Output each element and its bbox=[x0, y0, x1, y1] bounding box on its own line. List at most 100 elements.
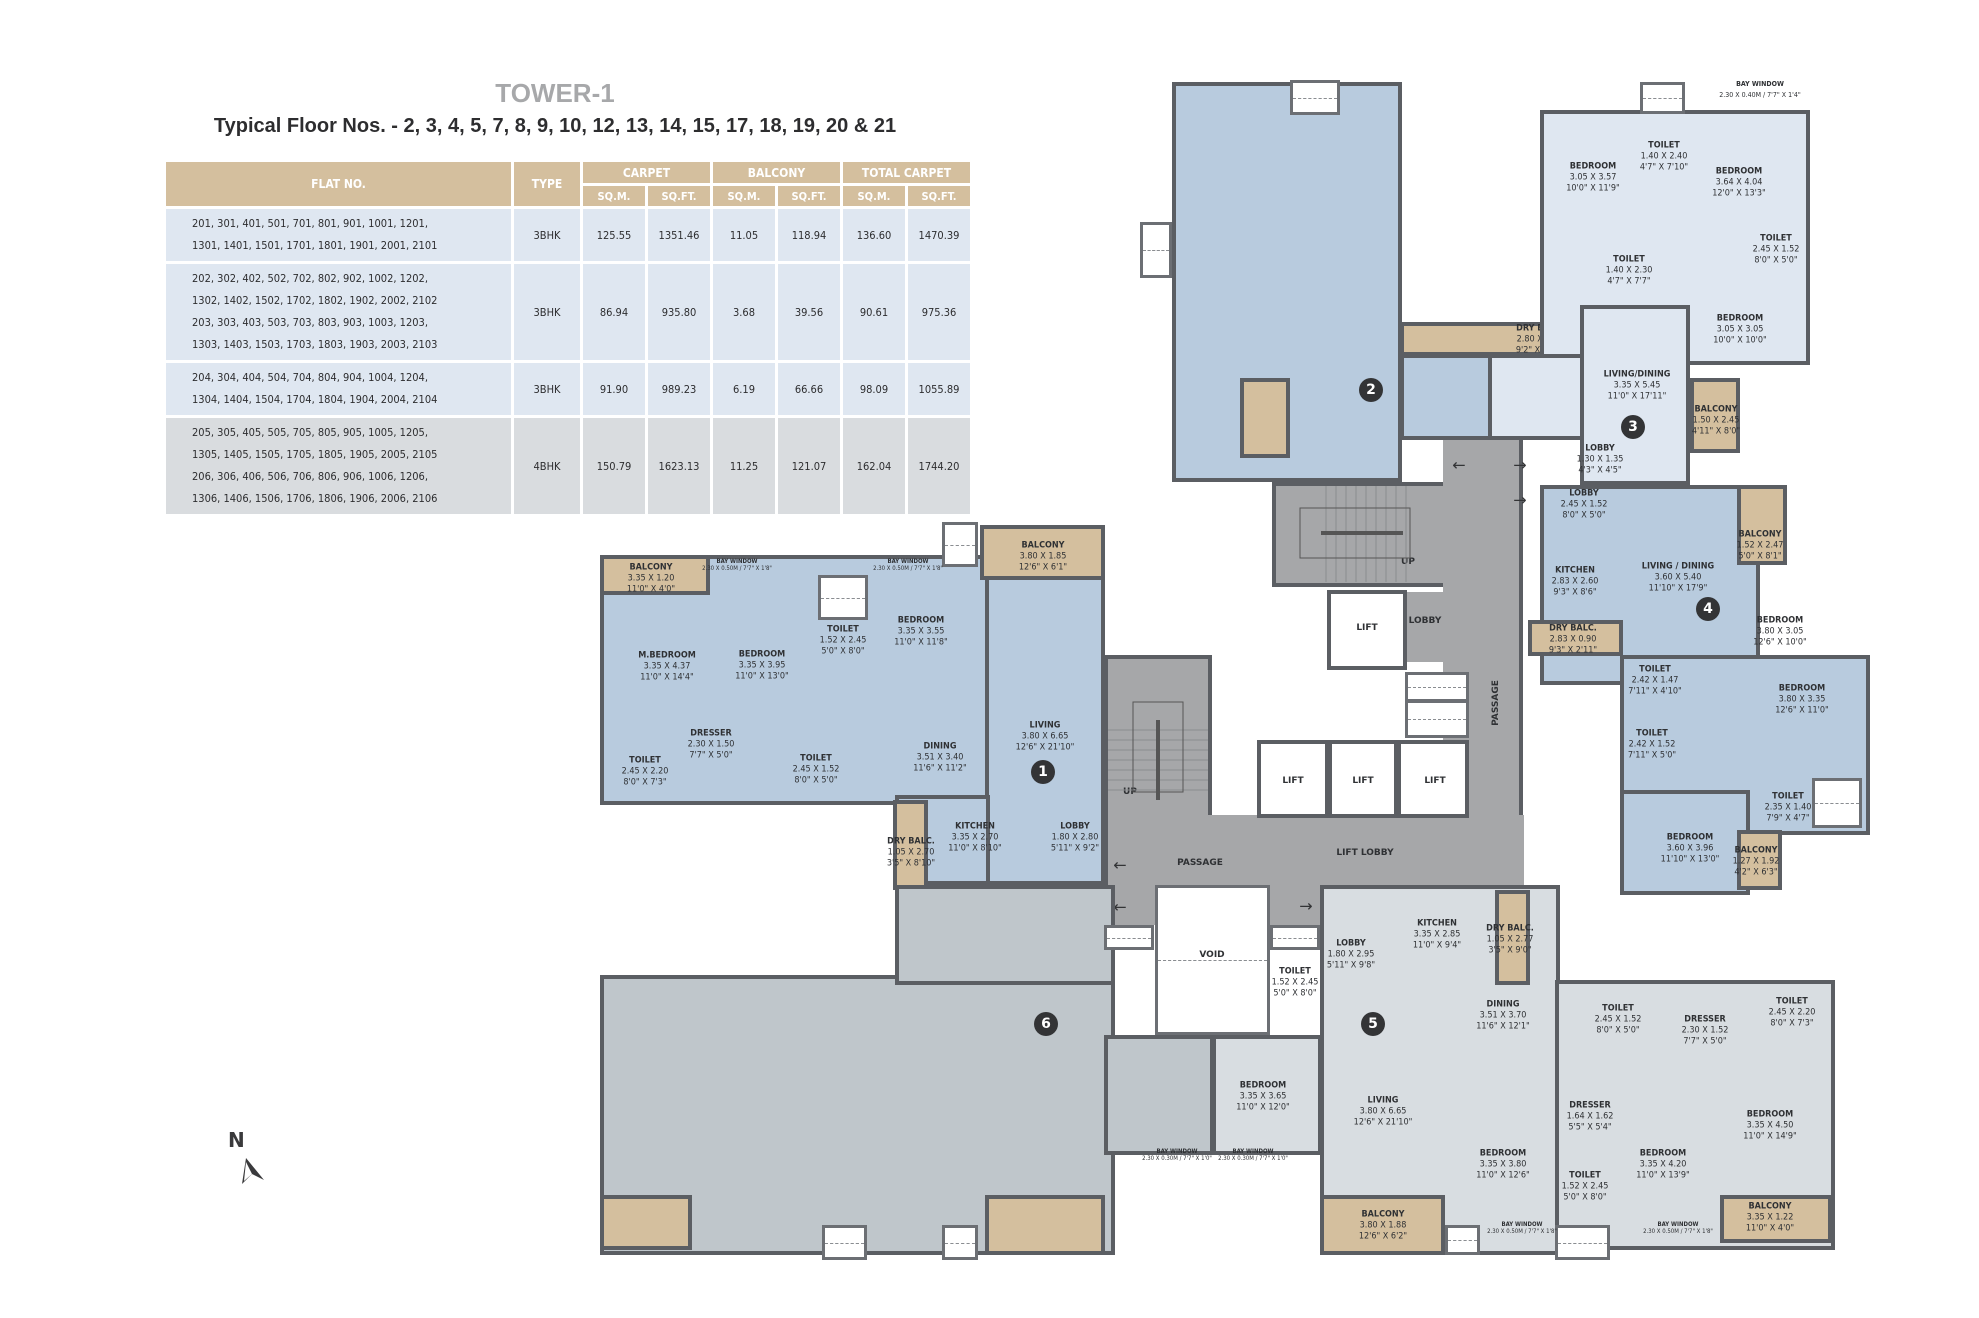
staircase-icon bbox=[1299, 486, 1411, 582]
area-statement-table: FLAT NO. TYPE CARPET BALCONY TOTAL CARPE… bbox=[163, 159, 973, 517]
arrow-left-icon: ← bbox=[1113, 855, 1127, 875]
staircase-icon bbox=[1108, 701, 1208, 800]
unit-2-kitchen bbox=[1400, 354, 1492, 440]
lift-label: LIFT bbox=[1352, 776, 1374, 786]
balcony-sqm: 3.68 bbox=[713, 264, 775, 360]
arrow-right-icon: → bbox=[1513, 490, 1527, 510]
unit-4-dry-balcony bbox=[1528, 620, 1623, 656]
duct-shaft bbox=[1445, 1225, 1480, 1255]
unit-3-balcony bbox=[1690, 378, 1740, 453]
unit-6-kitchen bbox=[895, 885, 1115, 985]
north-label: N bbox=[228, 1128, 245, 1152]
flat-type: 3BHK bbox=[514, 209, 580, 261]
flat-type: 4BHK bbox=[514, 418, 580, 514]
balcony-sqm: 6.19 bbox=[713, 363, 775, 415]
total-sqft: 975.36 bbox=[908, 264, 970, 360]
col-balcony-sqft: SQ.FT. bbox=[778, 186, 840, 206]
total-sqm: 136.60 bbox=[843, 209, 905, 261]
unit-5-balcony bbox=[1320, 1195, 1445, 1255]
col-balcony-sqm: SQ.M. bbox=[713, 186, 775, 206]
duct-shaft bbox=[942, 522, 978, 567]
duct-shaft-core-1 bbox=[1405, 672, 1469, 702]
arrow-right-icon: → bbox=[1513, 455, 1527, 475]
unit-6-bedroom bbox=[1104, 1035, 1214, 1155]
carpet-sqft: 1351.46 bbox=[648, 209, 710, 261]
balcony-sqft: 39.56 bbox=[778, 264, 840, 360]
col-total-sqm: SQ.M. bbox=[843, 186, 905, 206]
unit-4-balcony-2 bbox=[1737, 830, 1782, 890]
unit-2-balcony bbox=[1240, 378, 1290, 458]
unit-6-balcony bbox=[600, 1195, 692, 1250]
balcony-sqft: 66.66 bbox=[778, 363, 840, 415]
carpet-sqft: 1623.13 bbox=[648, 418, 710, 514]
unit-number-badge: 3 bbox=[1621, 415, 1645, 439]
carpet-sqft: 989.23 bbox=[648, 363, 710, 415]
passage-label-vertical: PASSAGE bbox=[1491, 680, 1501, 726]
lift-2 bbox=[1328, 740, 1398, 818]
flat-numbers: 202, 302, 402, 502, 702, 802, 902, 1002,… bbox=[166, 264, 511, 360]
lift-3 bbox=[1397, 740, 1469, 818]
passage-label: PASSAGE bbox=[1177, 858, 1223, 868]
carpet-sqm: 125.55 bbox=[583, 209, 645, 261]
duct-shaft bbox=[1290, 80, 1340, 115]
duct-shaft bbox=[1555, 1225, 1610, 1260]
stair-up-label: UP bbox=[1401, 557, 1415, 567]
total-sqft: 1744.20 bbox=[908, 418, 970, 514]
carpet-sqm: 91.90 bbox=[583, 363, 645, 415]
duct-shaft bbox=[1640, 82, 1685, 114]
duct-shaft bbox=[1104, 925, 1154, 950]
total-sqm: 90.61 bbox=[843, 264, 905, 360]
unit-number-badge: 6 bbox=[1034, 1012, 1058, 1036]
unit-number-badge: 4 bbox=[1696, 597, 1720, 621]
col-total-carpet: TOTAL CARPET bbox=[843, 162, 970, 183]
stair-up-label: UP bbox=[1123, 787, 1137, 797]
flat-numbers: 204, 304, 404, 504, 704, 804, 904, 1004,… bbox=[166, 363, 511, 415]
col-carpet-sqft: SQ.FT. bbox=[648, 186, 710, 206]
balcony-sqft: 118.94 bbox=[778, 209, 840, 261]
col-carpet-sqm: SQ.M. bbox=[583, 186, 645, 206]
lift-1 bbox=[1257, 740, 1329, 818]
duct-shaft bbox=[942, 1225, 978, 1260]
flat-type: 3BHK bbox=[514, 264, 580, 360]
lift-label: LIFT bbox=[1424, 776, 1446, 786]
core-lobby-label: LOBBY bbox=[1408, 616, 1442, 626]
